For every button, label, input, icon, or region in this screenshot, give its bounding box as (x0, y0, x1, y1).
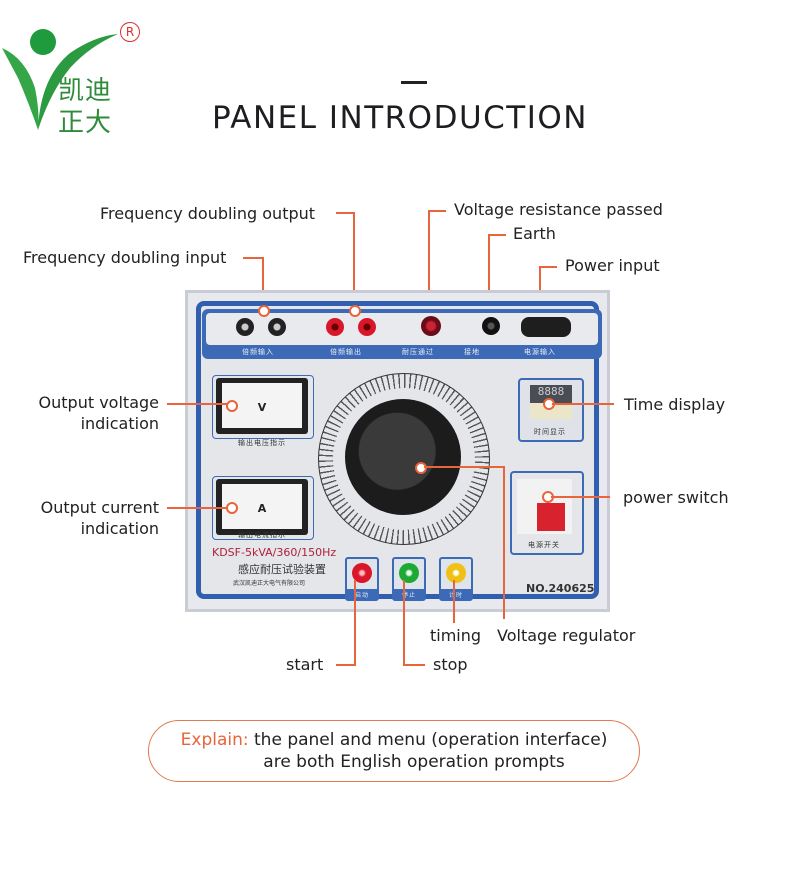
callout-label-output-voltage: Output voltage indication (38, 393, 159, 433)
leader-line (424, 466, 504, 468)
leader-line (428, 210, 430, 313)
panel-label-earth: 接地 (464, 348, 480, 356)
brand-figure-icon (2, 29, 118, 130)
leader-line (488, 234, 506, 236)
callout-label-start: start (286, 655, 324, 674)
callout-label-power-switch: power switch (623, 488, 729, 507)
explain-note: Explain: the panel and menu (operation i… (148, 720, 640, 782)
callout-dot (415, 462, 427, 474)
start-button[interactable]: 启动 (345, 557, 379, 601)
serial-number: NO.240625 (526, 582, 595, 595)
callout-label-output-current: Output current indication (40, 498, 159, 538)
callout-label-voltage-resistance-passed: Voltage resistance passed (454, 200, 663, 219)
callout-label-time-display: Time display (624, 395, 726, 414)
leader-line (552, 403, 614, 405)
model-name-cn: 感应耐压试验装置 (238, 563, 326, 576)
freq-output-jack-1[interactable] (326, 318, 344, 336)
leader-line (403, 580, 405, 665)
panel-label-freq-input: 倍频输入 (242, 348, 274, 356)
callout-dot (226, 400, 238, 412)
callout-dot (349, 305, 361, 317)
explain-keyword: Explain: (180, 730, 249, 750)
leader-line (488, 234, 490, 319)
voltmeter-caption: 输出电压指示 (238, 439, 286, 447)
brand-logo: R 凯迪 正大 (0, 18, 150, 138)
leader-line (336, 664, 356, 666)
panel-label-freq-output: 倍频输出 (330, 348, 362, 356)
power-switch-caption: 电源开关 (528, 541, 560, 549)
callout-label-stop: stop (433, 655, 468, 674)
leader-line (262, 257, 264, 310)
leader-line (539, 266, 557, 268)
callout-label-power-input: Power input (565, 256, 660, 275)
time-display-module: 8888 时间显示 (518, 378, 584, 442)
panel-label-withstand-pass: 耐压通过 (402, 348, 434, 356)
timer-digits: 8888 (530, 385, 572, 403)
timing-button[interactable]: 计时 (439, 557, 473, 601)
ammeter-caption: 输出电流指示 (238, 531, 286, 539)
freq-input-jack-1[interactable] (236, 318, 254, 336)
leader-line (243, 257, 263, 259)
leader-line (167, 403, 227, 405)
power-input-socket[interactable] (521, 317, 571, 337)
earth-terminal[interactable] (482, 317, 500, 335)
leader-line (167, 507, 227, 509)
leader-line (503, 466, 505, 619)
panel-label-power-input: 电源输入 (524, 348, 556, 356)
registered-mark: R (120, 22, 140, 42)
callout-label-freq-doubling-input: Frequency doubling input (23, 248, 227, 267)
voltmeter-housing (212, 375, 314, 439)
callout-label-timing: timing (430, 626, 482, 645)
model-number: KDSF-5kVA/360/150Hz (212, 546, 337, 559)
callout-dot (226, 502, 238, 514)
page-title: PANEL INTRODUCTION (212, 100, 588, 136)
leader-line (354, 580, 356, 665)
timer-caption: 时间显示 (534, 428, 566, 436)
power-switch-module: 电源开关 (510, 471, 584, 555)
callout-label-voltage-regulator: Voltage regulator (497, 626, 636, 645)
brand-name-line2: 正大 (58, 108, 113, 138)
control-panel: 倍频输入 倍频输出 耐压通过 接地 电源输入 V 输出电压指示 A 输出电流指示… (185, 290, 610, 612)
company-name: 武汉凯迪正大电气有限公司 (233, 580, 306, 587)
callout-label-earth: Earth (513, 224, 556, 243)
leader-line (403, 664, 425, 666)
leader-line (353, 212, 355, 309)
leader-line (453, 580, 455, 623)
leader-line (428, 210, 446, 212)
voltage-regulator-knob[interactable] (345, 399, 461, 515)
explain-line1: Explain: the panel and menu (operation i… (180, 730, 608, 750)
withstand-pass-lamp (421, 316, 441, 336)
callout-label-freq-doubling-output: Frequency doubling output (100, 204, 316, 223)
leader-line (336, 212, 354, 214)
title-dash-divider (401, 81, 427, 84)
explain-line2: are both English operation prompts (263, 752, 565, 772)
freq-output-jack-2[interactable] (358, 318, 376, 336)
timer-keys[interactable] (530, 403, 572, 419)
brand-name-line1: 凯迪 (58, 76, 113, 106)
stop-button[interactable]: 停止 (392, 557, 426, 601)
callout-dot (258, 305, 270, 317)
freq-input-jack-2[interactable] (268, 318, 286, 336)
voltmeter-unit: V (257, 401, 267, 414)
ammeter-unit: A (257, 502, 267, 515)
power-switch-lever[interactable] (537, 503, 565, 531)
leader-line (551, 496, 610, 498)
